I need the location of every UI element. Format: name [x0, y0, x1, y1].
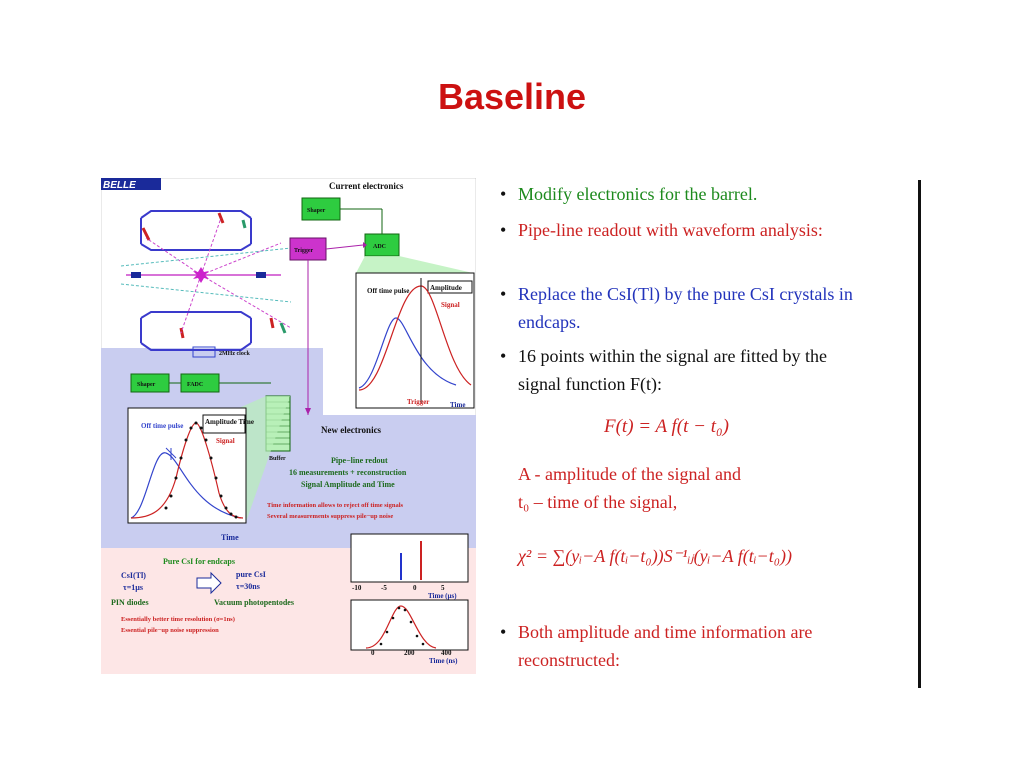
detector-drawing [140, 210, 252, 351]
svg-text:PIN diodes: PIN diodes [111, 598, 149, 607]
svg-text:Time (ns): Time (ns) [429, 657, 458, 665]
svg-text:Buffer: Buffer [269, 456, 286, 462]
svg-text:Amplitude Time: Amplitude Time [205, 418, 254, 426]
svg-text:5: 5 [441, 584, 445, 592]
svg-text:Trigger: Trigger [407, 398, 429, 406]
svg-text:Shaper: Shaper [307, 208, 326, 214]
svg-text:Time: Time [450, 401, 465, 409]
svg-text:Essentially better time resolu: Essentially better time resolution (σ=1n… [121, 616, 235, 623]
svg-text:Signal: Signal [441, 301, 460, 309]
electronics-figure: BELLE Current electronics Shaper Trigger… [101, 178, 476, 674]
svg-text:Off time pulse: Off time pulse [141, 422, 183, 430]
svg-text:Signal: Signal [216, 437, 235, 445]
svg-text:pure CsI: pure CsI [236, 570, 266, 579]
equation-chi2: χ² = ∑(yᵢ−A f(tᵢ−t₀))S⁻¹ᵢⱼ(yᵢ−A f(tᵢ−t₀)… [518, 546, 792, 566]
svg-text:-5: -5 [381, 584, 387, 592]
svg-text:Time: Time [221, 533, 239, 542]
svg-text:New electronics: New electronics [321, 425, 382, 435]
svg-text:CsI(Tl): CsI(Tl) [121, 571, 146, 580]
svg-text:BELLE: BELLE [103, 180, 136, 191]
svg-text:Time information allows to rej: Time information allows to reject off ti… [267, 502, 404, 509]
svg-text:Off time pulse: Off time pulse [367, 287, 409, 295]
svg-text:ADC: ADC [373, 244, 386, 250]
svg-text:0: 0 [413, 584, 417, 592]
svg-text:Current electronics: Current electronics [329, 181, 404, 191]
svg-text:Trigger: Trigger [294, 248, 314, 254]
belle-logo [101, 178, 161, 190]
svg-text:FADC: FADC [187, 382, 203, 388]
svg-text:Pure CsI for endcaps: Pure CsI for endcaps [163, 557, 235, 566]
svg-text:τ=30ns: τ=30ns [236, 582, 260, 591]
svg-text:τ=1µs: τ=1µs [123, 583, 143, 592]
svg-text:Pipe−line redout: Pipe−line redout [331, 456, 388, 465]
svg-text:-10: -10 [352, 584, 362, 592]
svg-text:Several measurements suppress: Several measurements suppress pile−up no… [267, 513, 393, 520]
svg-text:Signal Amplitude and Time: Signal Amplitude and Time [301, 480, 395, 489]
svg-text:200: 200 [404, 649, 415, 657]
svg-text:16 measurements + reconstructi: 16 measurements + reconstruction [289, 468, 407, 477]
svg-text:Essential pile−up noise suppre: Essential pile−up noise suppression [121, 627, 219, 634]
svg-text:0: 0 [371, 649, 375, 657]
svg-text:400: 400 [441, 649, 452, 657]
slide-title: Baseline [437, 76, 587, 117]
svg-text:Time (µs): Time (µs) [428, 592, 457, 600]
svg-text:Amplitude: Amplitude [430, 284, 462, 292]
svg-text:Shaper: Shaper [137, 382, 156, 388]
svg-text:Vacuum photopentodes: Vacuum photopentodes [214, 598, 294, 607]
vertical-rule [918, 180, 921, 688]
equation-f: F(t) = A f(t − t₀) [604, 416, 729, 437]
svg-text:2MHz clock: 2MHz clock [219, 351, 250, 357]
